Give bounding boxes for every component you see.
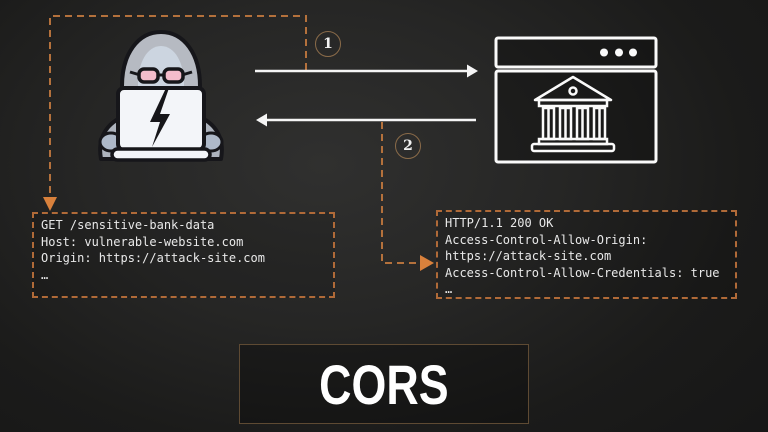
response-detail-arrowhead (420, 255, 434, 271)
request-line: Origin: https://attack-site.com (41, 251, 265, 265)
title-box: CORS (239, 344, 529, 424)
step-2-number: 2 (403, 138, 413, 154)
request-arrowhead (467, 64, 478, 78)
response-line: HTTP/1.1 200 OK (445, 216, 554, 230)
step-2-badge: 2 (395, 133, 421, 159)
bank-icon (530, 75, 616, 153)
step-1-badge: 1 (315, 31, 341, 57)
request-headers-box: GET /sensitive-bank-data Host: vulnerabl… (32, 212, 335, 298)
hacker-at-laptop-icon (86, 26, 236, 166)
request-detail-connector (49, 15, 307, 197)
step-1-number: 1 (323, 36, 333, 52)
bank-website-browser-icon (494, 36, 658, 164)
request-line: … (41, 267, 49, 282)
request-detail-arrowhead (43, 197, 57, 211)
response-arrowhead (256, 113, 267, 127)
browser-menu-dots (600, 48, 608, 57)
response-line: … (445, 282, 453, 296)
response-headers-box: HTTP/1.1 200 OK Access-Control-Allow-Ori… (436, 210, 737, 299)
request-line: Host: vulnerable-website.com (41, 234, 244, 249)
request-line: GET /sensitive-bank-data (41, 218, 215, 232)
response-line: Access-Control-Allow-Origin: (445, 232, 648, 247)
response-line: https://attack-site.com (445, 249, 612, 263)
response-line: Access-Control-Allow-Credentials: true (445, 265, 720, 280)
page-title: CORS (319, 352, 449, 416)
